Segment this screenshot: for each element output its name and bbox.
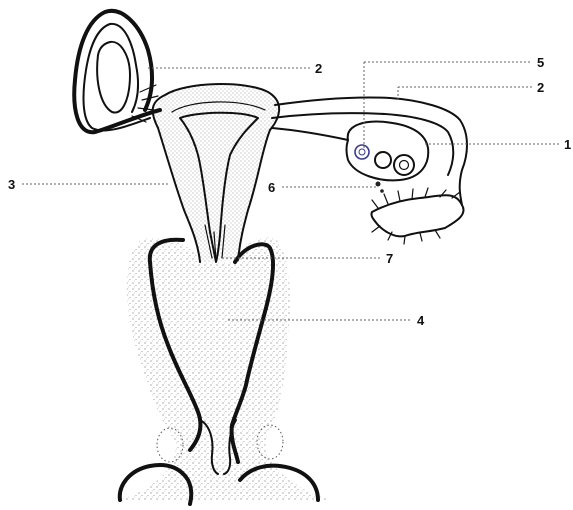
released-egg-2 [380,189,384,193]
label-2a: 2 [315,61,322,76]
fimbriae [371,195,463,236]
left-ovary [97,42,130,113]
ovary-right [272,122,428,193]
vagina [120,238,330,504]
label-7: 7 [386,251,393,266]
left-coil-outer [74,11,160,132]
follicle-3 [394,155,414,175]
released-egg [376,182,381,187]
label-3: 3 [8,177,15,192]
label-1: 1 [564,137,571,152]
ovarian-ligament [272,128,348,140]
follicle-1 [355,145,369,159]
label-4: 4 [417,313,425,328]
uterus [153,84,279,262]
fallopian-tube-left [74,11,160,132]
follicle-3-inner [400,161,409,170]
follicle-2 [375,152,391,168]
label-5: 5 [537,55,544,70]
label-6: 6 [268,180,275,195]
label-2b: 2 [537,80,544,95]
labels: 2 5 2 1 3 6 7 4 [8,55,571,328]
fallopian-tube-right [272,97,467,244]
fimbriae-fringe [372,188,460,244]
